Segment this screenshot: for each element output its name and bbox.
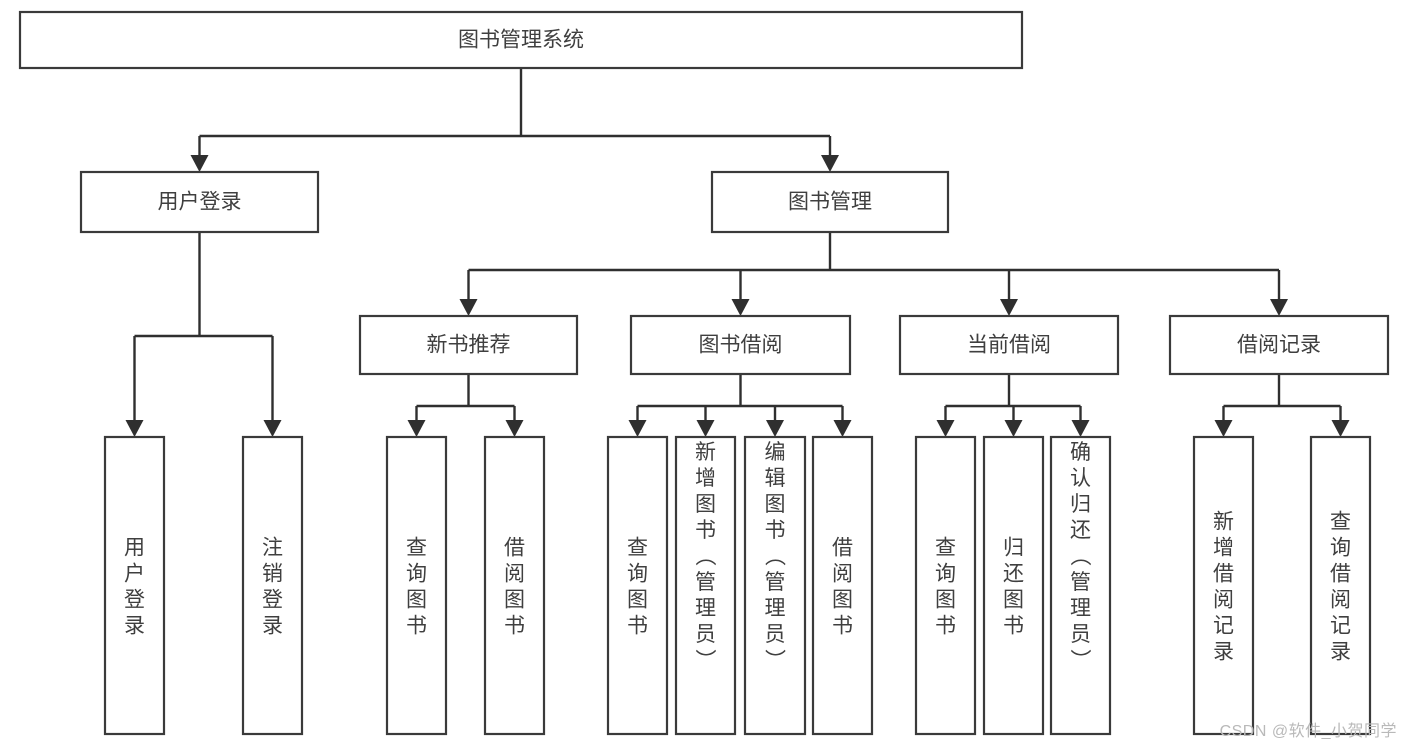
node-new-book-rec[interactable]: 新书推荐 [358, 314, 579, 376]
edge-arrowhead [1331, 420, 1350, 437]
node-leaf-query-book-cur[interactable]: 查询图书 [914, 435, 977, 736]
node-leaf-add-record-box[interactable] [1192, 435, 1255, 736]
node-leaf-query-book-bor-label: 查询图书 [627, 536, 648, 637]
nodes-layer: 图书管理系统用户登录图书管理新书推荐图书借阅当前借阅借阅记录用户登录注销登录查询… [18, 10, 1390, 736]
node-root-图书管理系统-box[interactable] [18, 10, 1024, 70]
node-leaf-borrow-book-rec-box[interactable] [483, 435, 546, 736]
node-leaf-logout[interactable]: 注销登录 [241, 435, 304, 736]
node-root-图书管理系统-label: 图书管理系统 [458, 29, 584, 52]
node-book-borrow-box[interactable] [629, 314, 852, 376]
edge-arrowhead [1270, 299, 1288, 316]
node-leaf-query-book-rec-label: 查询图书 [406, 536, 427, 637]
edge-arrowhead [190, 155, 209, 172]
node-leaf-return-book[interactable]: 归还图书 [982, 435, 1045, 736]
node-leaf-query-book-rec-box[interactable] [385, 435, 448, 736]
edge-arrowhead [936, 420, 955, 437]
node-leaf-confirm-return[interactable]: 确认归还（管理员） [1049, 435, 1112, 736]
edge-arrowhead [263, 420, 282, 437]
node-leaf-borrow-book-bor-box[interactable] [811, 435, 874, 736]
node-leaf-user-login-label: 用户登录 [124, 536, 145, 637]
node-leaf-logout-label: 注销登录 [262, 536, 283, 637]
node-leaf-query-book-bor-box[interactable] [606, 435, 669, 736]
node-leaf-add-record[interactable]: 新增借阅记录 [1192, 435, 1255, 736]
node-leaf-confirm-return-box[interactable] [1049, 435, 1112, 736]
node-leaf-query-record-box[interactable] [1309, 435, 1372, 736]
edge-arrowhead [766, 420, 784, 437]
node-leaf-edit-book[interactable]: 编辑图书（管理员） [743, 435, 807, 736]
edge-arrowhead [628, 420, 647, 437]
node-leaf-add-book[interactable]: 新增图书（管理员） [674, 435, 737, 736]
edge-arrowhead [1071, 420, 1090, 437]
edge-arrowhead [407, 420, 426, 437]
edge-arrowhead [731, 299, 750, 316]
node-leaf-confirm-return-label: 确认归还（管理员） [1070, 441, 1092, 672]
node-user-login[interactable]: 用户登录 [79, 170, 320, 234]
node-book-manage-label: 图书管理 [788, 191, 872, 214]
node-borrow-record-box[interactable] [1168, 314, 1390, 376]
edge-arrowhead [833, 420, 852, 437]
node-leaf-edit-book-label: 编辑图书（管理员） [765, 441, 787, 672]
node-leaf-query-record-label: 查询借阅记录 [1330, 510, 1351, 663]
edge-arrowhead [125, 420, 144, 437]
edge-group-current-borrow [936, 374, 1090, 437]
node-new-book-rec-box[interactable] [358, 314, 579, 376]
node-leaf-query-book-cur-box[interactable] [914, 435, 977, 736]
node-leaf-query-book-cur-label: 查询图书 [935, 536, 956, 637]
node-leaf-borrow-book-rec[interactable]: 借阅图书 [483, 435, 546, 736]
node-leaf-borrow-book-bor[interactable]: 借阅图书 [811, 435, 874, 736]
node-root-图书管理系统[interactable]: 图书管理系统 [18, 10, 1024, 70]
node-leaf-logout-box[interactable] [241, 435, 304, 736]
node-leaf-query-record[interactable]: 查询借阅记录 [1309, 435, 1372, 736]
edge-group-root [190, 68, 839, 172]
edge-arrowhead [821, 155, 839, 172]
node-leaf-add-record-label: 新增借阅记录 [1213, 510, 1234, 663]
node-leaf-user-login[interactable]: 用户登录 [103, 435, 166, 736]
node-user-login-label: 用户登录 [158, 191, 242, 214]
edge-arrowhead [459, 299, 478, 316]
node-leaf-add-book-label: 新增图书（管理员） [695, 441, 717, 672]
node-leaf-query-book-rec[interactable]: 查询图书 [385, 435, 448, 736]
node-current-borrow-box[interactable] [898, 314, 1120, 376]
node-borrow-record[interactable]: 借阅记录 [1168, 314, 1390, 376]
node-current-borrow[interactable]: 当前借阅 [898, 314, 1120, 376]
edge-group-book-manage [459, 232, 1288, 316]
node-user-login-box[interactable] [79, 170, 320, 234]
node-borrow-record-label: 借阅记录 [1237, 334, 1321, 357]
node-leaf-borrow-book-rec-label: 借阅图书 [504, 536, 525, 637]
node-leaf-return-book-box[interactable] [982, 435, 1045, 736]
node-leaf-query-book-bor[interactable]: 查询图书 [606, 435, 669, 736]
node-leaf-return-book-label: 归还图书 [1003, 536, 1024, 637]
edge-group-user-login [125, 232, 282, 437]
node-new-book-rec-label: 新书推荐 [427, 334, 511, 357]
node-leaf-edit-book-box[interactable] [743, 435, 807, 736]
node-leaf-user-login-box[interactable] [103, 435, 166, 736]
edge-arrowhead [696, 420, 715, 437]
edge-group-book-borrow [628, 374, 852, 437]
node-book-borrow[interactable]: 图书借阅 [629, 314, 852, 376]
node-leaf-add-book-box[interactable] [674, 435, 737, 736]
edge-arrowhead [1004, 420, 1023, 437]
edge-arrowhead [1214, 420, 1233, 437]
edge-arrowhead [505, 420, 524, 437]
edge-group-new-book-rec [407, 374, 524, 437]
edges-layer [125, 68, 1350, 437]
node-book-manage-box[interactable] [710, 170, 950, 234]
node-current-borrow-label: 当前借阅 [967, 334, 1051, 357]
edge-group-borrow-record [1214, 374, 1350, 437]
edge-arrowhead [1000, 299, 1018, 316]
node-book-manage[interactable]: 图书管理 [710, 170, 950, 234]
node-book-borrow-label: 图书借阅 [699, 334, 783, 357]
node-leaf-borrow-book-bor-label: 借阅图书 [832, 536, 853, 637]
